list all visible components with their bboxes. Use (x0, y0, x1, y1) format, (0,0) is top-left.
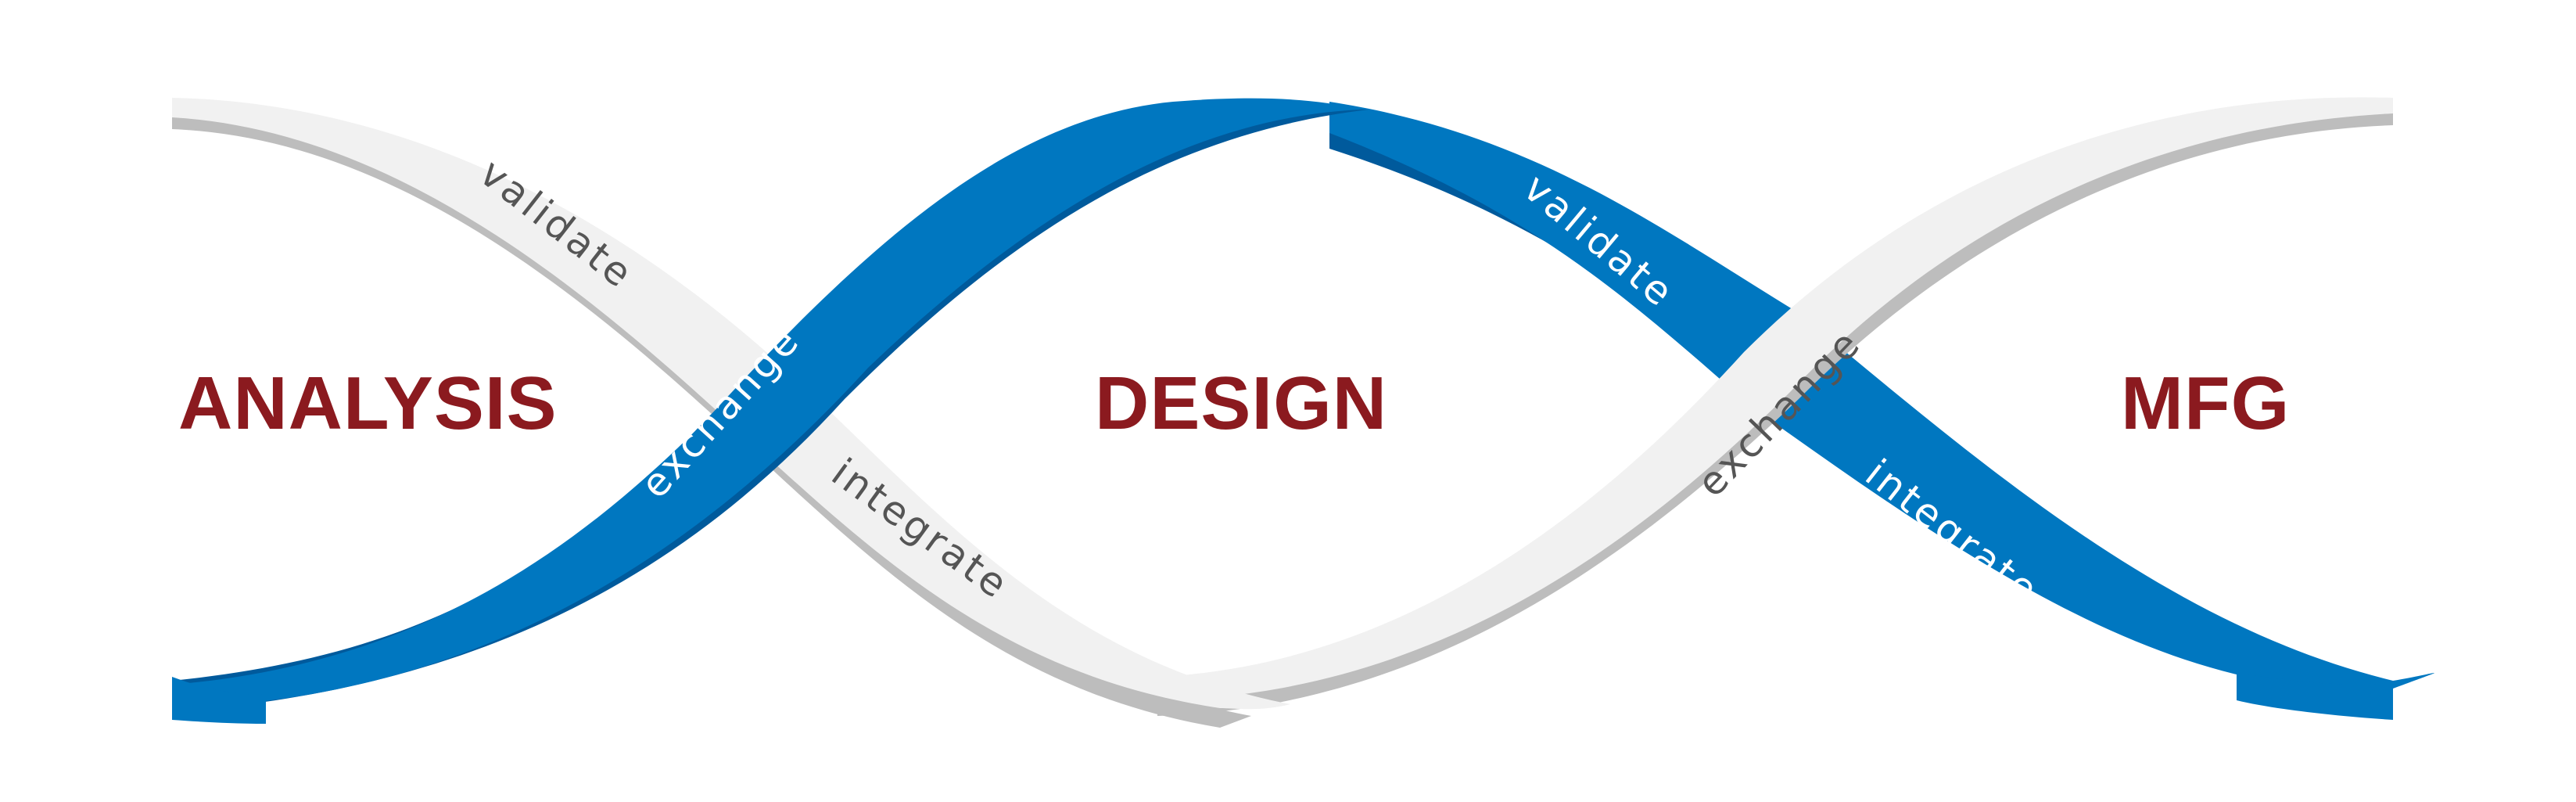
blue-ribbon-left (172, 98, 1369, 724)
stage-design: DESIGN (1095, 361, 1387, 445)
stage-analysis: ANALYSIS (178, 361, 558, 445)
gray-ribbon-right (1157, 97, 2393, 716)
blue-ribbon-left-body (172, 98, 1361, 705)
blue-ribbon-left-tail (172, 677, 266, 724)
blue-ribbon-right-body (1329, 102, 2434, 690)
gray-ribbon-right-edge (1157, 102, 2393, 716)
blue-ribbon-right (1329, 102, 2434, 720)
gray-ribbon-right-body (1157, 97, 2393, 701)
blue-ribbon-right-tail (2237, 673, 2393, 720)
stage-mfg: MFG (2121, 361, 2290, 445)
